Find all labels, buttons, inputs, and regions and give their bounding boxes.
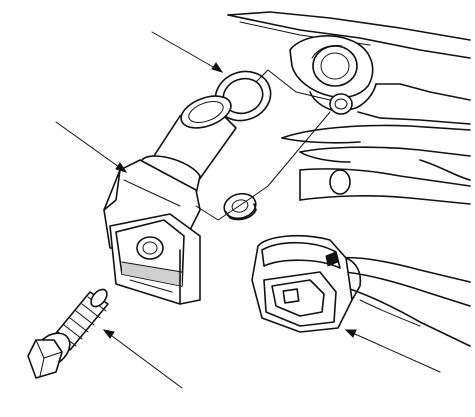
coolant-fitting [103, 95, 237, 305]
leader-line-o-ring [151, 31, 223, 73]
electrical-connector [251, 234, 471, 347]
washer [223, 192, 257, 221]
leader-lines [55, 31, 441, 389]
leader-line-fitting [55, 121, 127, 173]
engine-housing [227, 11, 471, 205]
leader-line-o-ring-housing [255, 69, 331, 101]
leader-line-connector [345, 329, 441, 373]
flange-bolt [27, 288, 109, 379]
leader-line-bolt [103, 329, 183, 389]
leader-line-washer-housing [195, 111, 331, 221]
